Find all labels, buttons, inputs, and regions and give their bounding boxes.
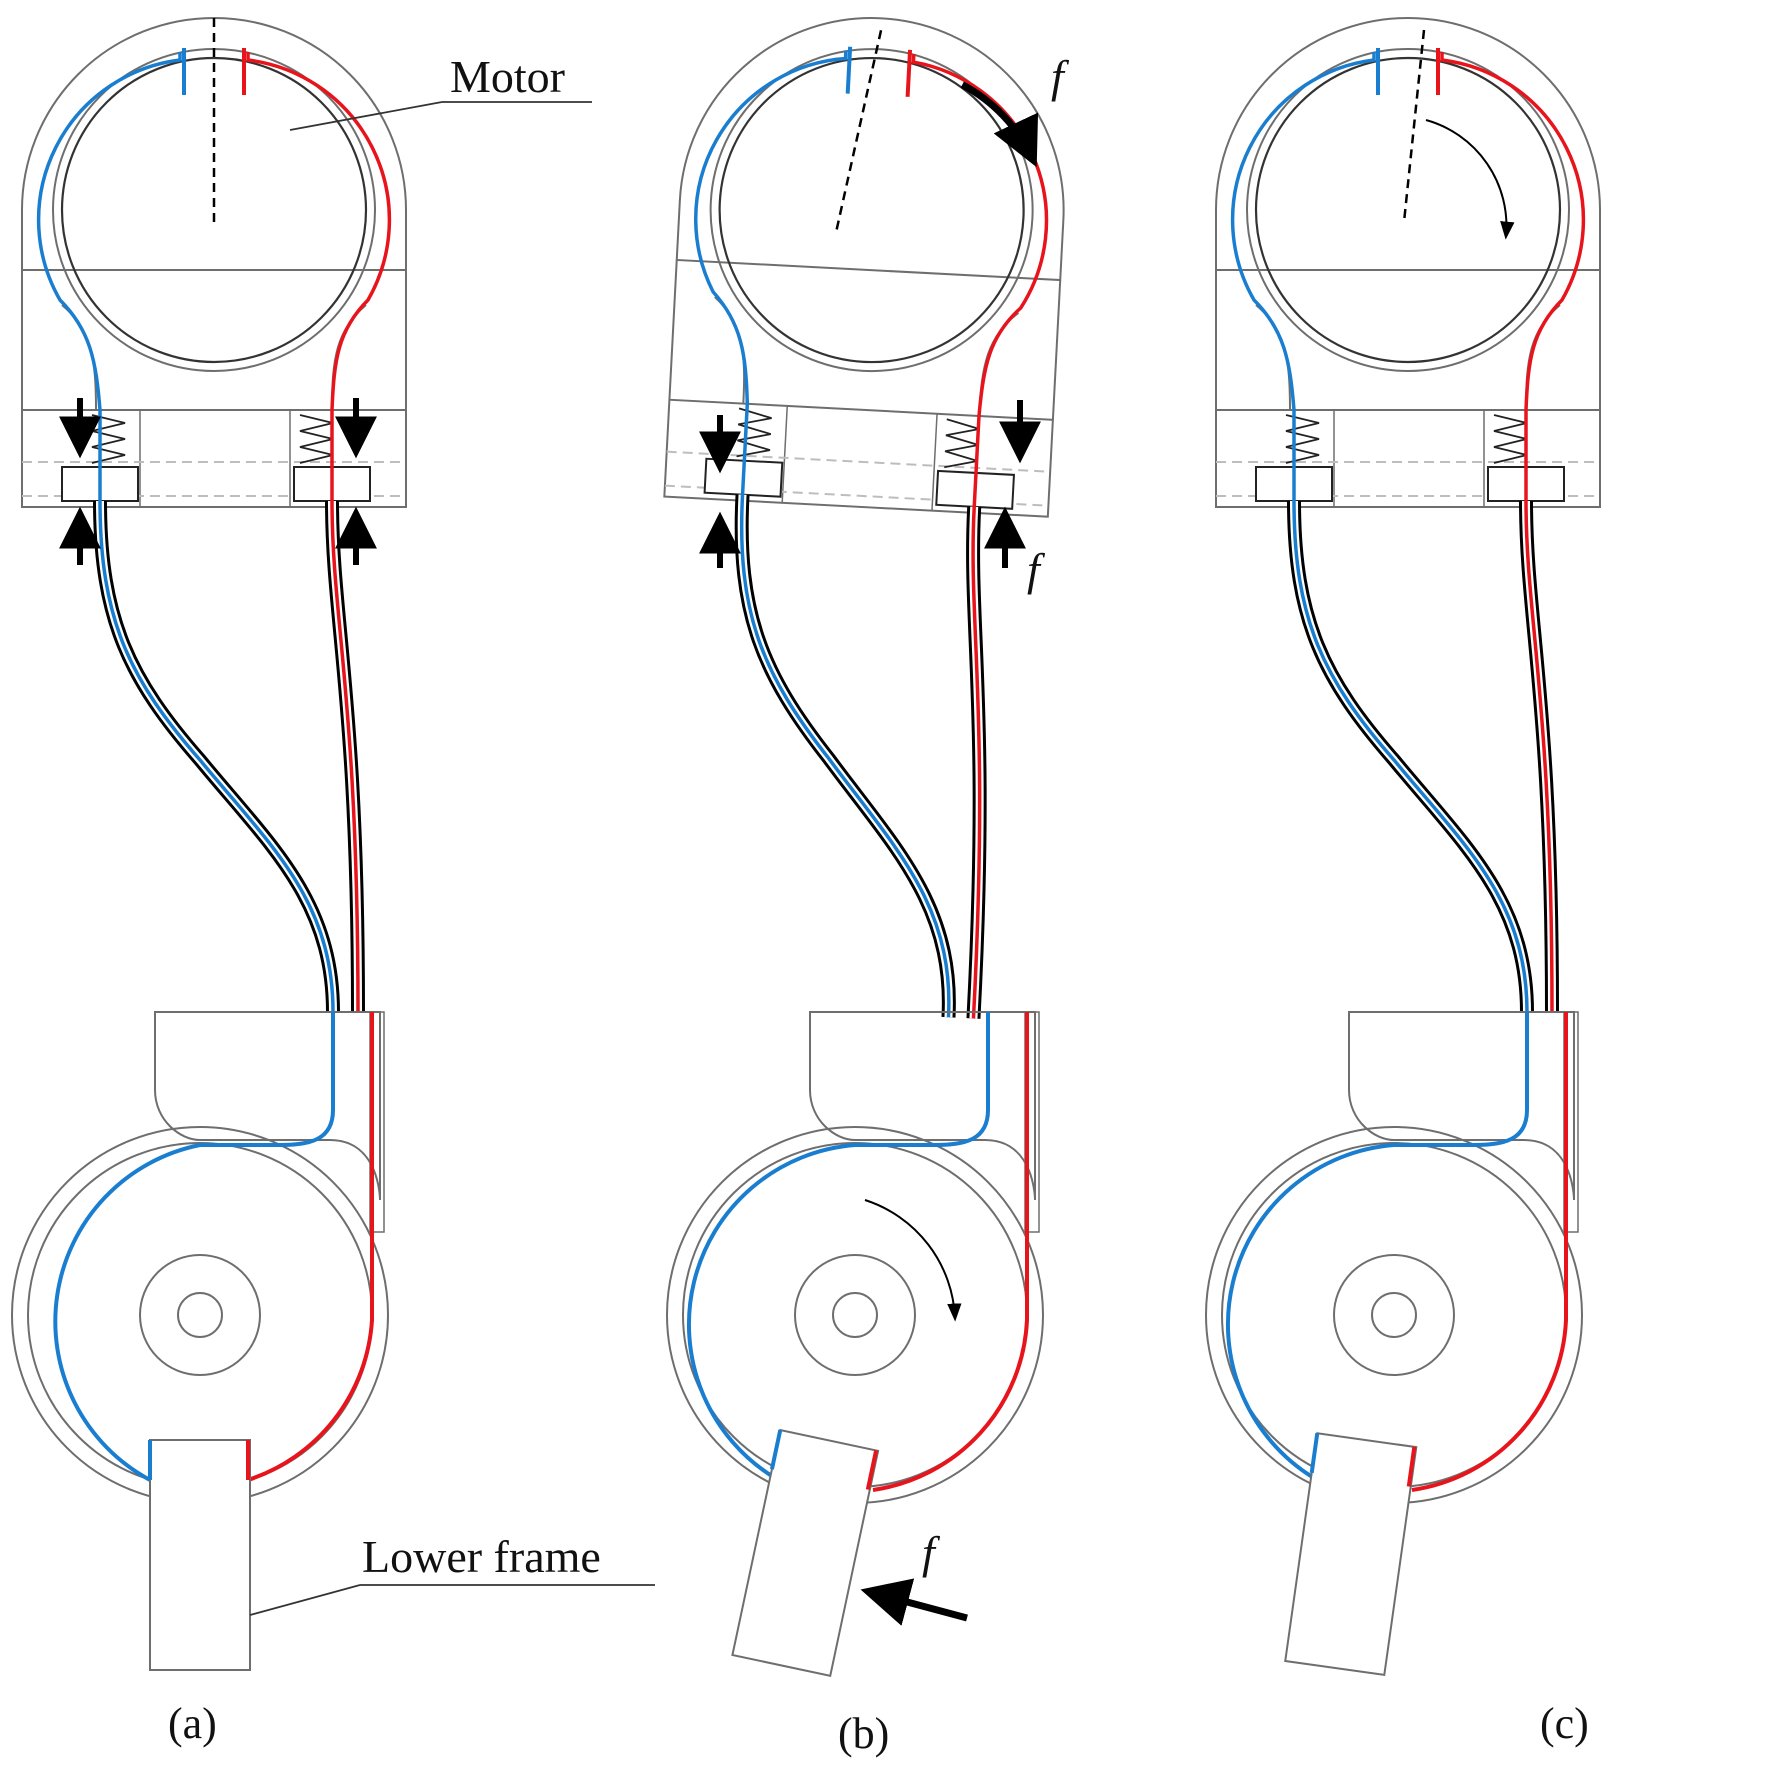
red-cable-c — [1411, 1012, 1568, 1492]
upper-housing-b — [638, 8, 1073, 1021]
blue-cable-a — [53, 1012, 335, 1482]
rotation-arrow-b — [864, 1199, 962, 1322]
lower-frame-label: Lower frame — [362, 1531, 601, 1582]
blue-cable-c — [1225, 1012, 1529, 1480]
cable-pull-arrow-b — [960, 81, 1039, 168]
lower-frame-b — [731, 1428, 880, 1677]
force-label-bottom-b: f — [922, 1527, 941, 1578]
panel-a: Motor Lower frame (a) — [11, 18, 655, 1748]
red-cable-b — [872, 1012, 1029, 1492]
force-label-mid-b: f — [1027, 544, 1046, 595]
red-cable-a — [247, 1012, 374, 1482]
lower-frame-c — [1284, 1432, 1418, 1677]
panel-c: (c) — [1205, 18, 1600, 1748]
lower-frame-leader — [249, 1584, 361, 1616]
blue-cable-b — [686, 1012, 990, 1480]
caption-a: (a) — [168, 1699, 217, 1748]
motor-rotation-arrow-c — [1425, 119, 1515, 240]
lower-force-arrow-b — [860, 1578, 968, 1626]
caption-c: (c) — [1540, 1699, 1589, 1748]
motor-leader — [289, 101, 443, 131]
tilted-line-c — [1402, 29, 1426, 223]
panel-b: f f f (b) — [638, 8, 1073, 1758]
lower-frame-a — [149, 1439, 251, 1671]
tilted-line-b — [835, 30, 883, 231]
motor-label: Motor — [450, 51, 565, 102]
force-label-top-b: f — [1051, 51, 1070, 102]
caption-b: (b) — [838, 1709, 889, 1758]
upper-housing-c — [1216, 18, 1600, 1012]
